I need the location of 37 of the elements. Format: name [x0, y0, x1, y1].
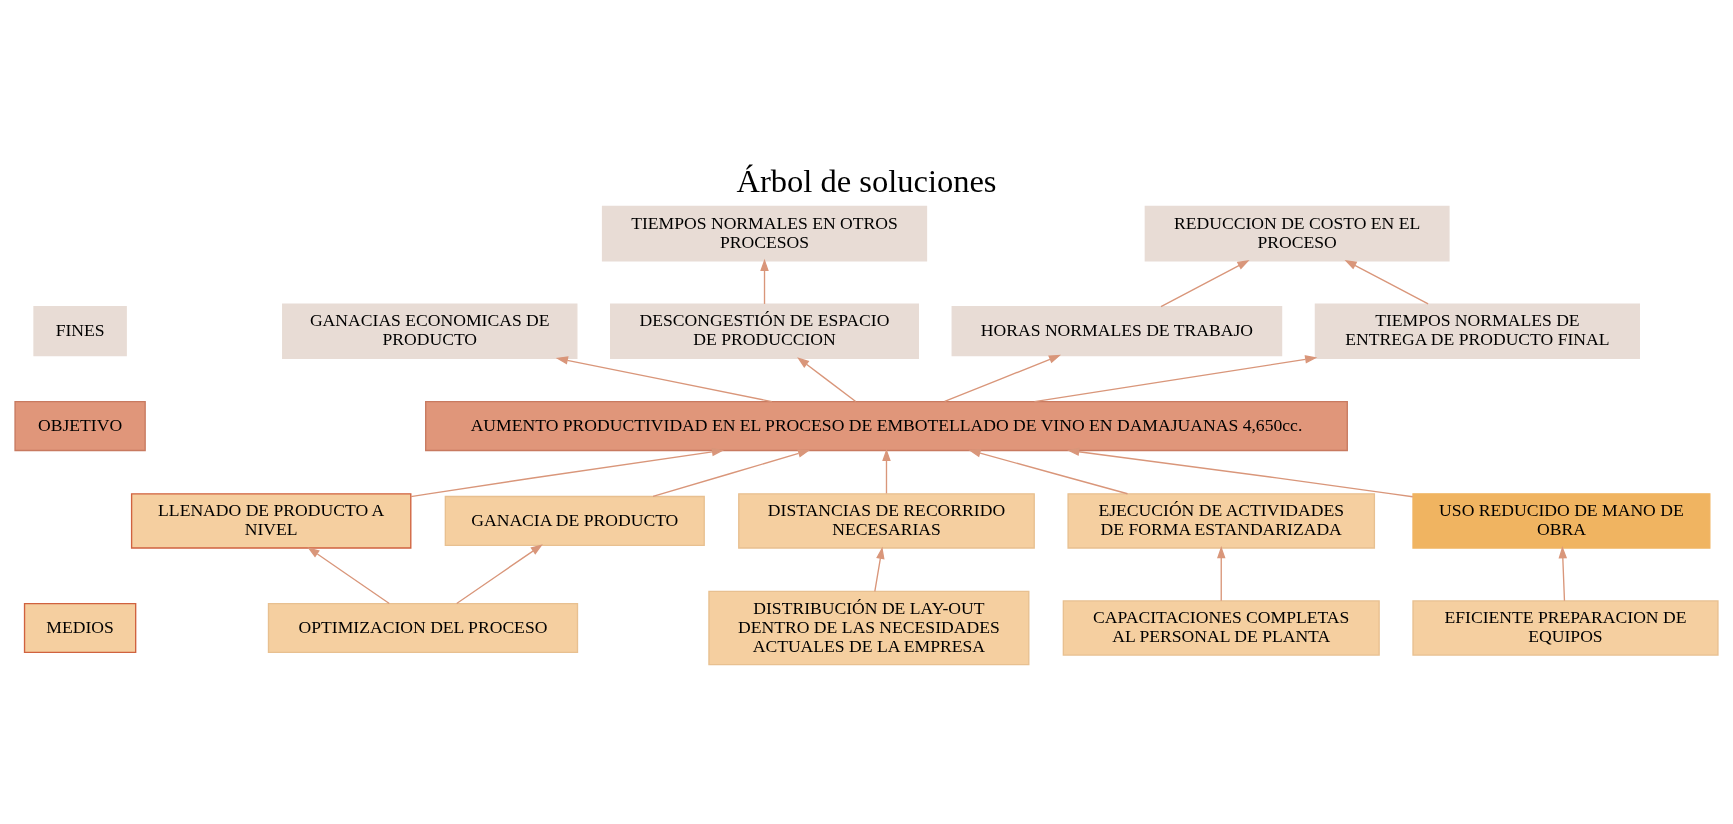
- arrow: [968, 448, 1129, 494]
- node-box: EJECUCIÓN DE ACTIVIDADES DE FORMA ESTANDARIZADA: [1067, 492, 1376, 549]
- arrow: [1344, 259, 1429, 305]
- node-box: TIEMPOS NORMALES DE ENTREGA DE PRODUCTO FINAL: [1314, 302, 1640, 359]
- arrow: [874, 546, 885, 592]
- arrow: [1216, 545, 1226, 601]
- diagram-title: Árbol de soluciones: [736, 162, 997, 199]
- node-box: GANACIAS ECONOMICAS DE PRODUCTO: [282, 302, 578, 359]
- arrow: [760, 258, 769, 305]
- node-box: CAPACITACIONES COMPLETAS AL PERSONAL DE PLANTA: [1062, 599, 1380, 656]
- arrow: [410, 447, 725, 497]
- node-box: LLENADO DE PRODUCTO A NIVEL: [130, 492, 412, 549]
- node-box: DISTRIBUCIÓN DE LAY-OUT DENTRO DE LAS NECESIDADES ACTUALES DE LA EMPRESA: [708, 590, 1030, 665]
- node-box: OPTIMIZACION DEL PROCESO: [267, 602, 579, 653]
- arrow: [307, 546, 390, 604]
- node-box: EFICIENTE PREPARACION DE EQUIPOS: [1412, 599, 1719, 656]
- node-box: OBJETIVO: [14, 400, 146, 451]
- node-box: HORAS NORMALES DE TRABAJO: [951, 305, 1283, 356]
- node-box: GANACIA DE PRODUCTO: [444, 495, 705, 546]
- arrow: [797, 356, 857, 402]
- node-box: REDUCCION DE COSTO EN EL PROCESO: [1144, 205, 1450, 261]
- node-box: TIEMPOS NORMALES EN OTROS PROCESOS: [601, 205, 928, 261]
- node-box: FINES: [33, 305, 127, 356]
- node-box: MEDIOS: [23, 602, 137, 653]
- arrow: [555, 355, 773, 402]
- node-box: USO REDUCIDO DE MANO DE OBRA: [1412, 492, 1711, 549]
- arrow: [943, 354, 1062, 402]
- arrow: [882, 448, 891, 494]
- arrow: [652, 448, 811, 497]
- arrow: [1160, 259, 1250, 307]
- arrow: [1558, 545, 1568, 601]
- arrow: [1033, 354, 1318, 402]
- arrow: [1067, 447, 1414, 497]
- arrow: [456, 543, 543, 604]
- node-box: AUMENTO PRODUCTIVIDAD EN EL PROCESO DE EMBOTELLADO DE VINO EN DAMAJUANAS 4,650cc.: [425, 400, 1348, 451]
- node-box: DESCONGESTIÓN DE ESPACIO DE PRODUCCION: [610, 302, 919, 359]
- node-box: DISTANCIAS DE RECORRIDO NECESARIAS: [738, 492, 1035, 549]
